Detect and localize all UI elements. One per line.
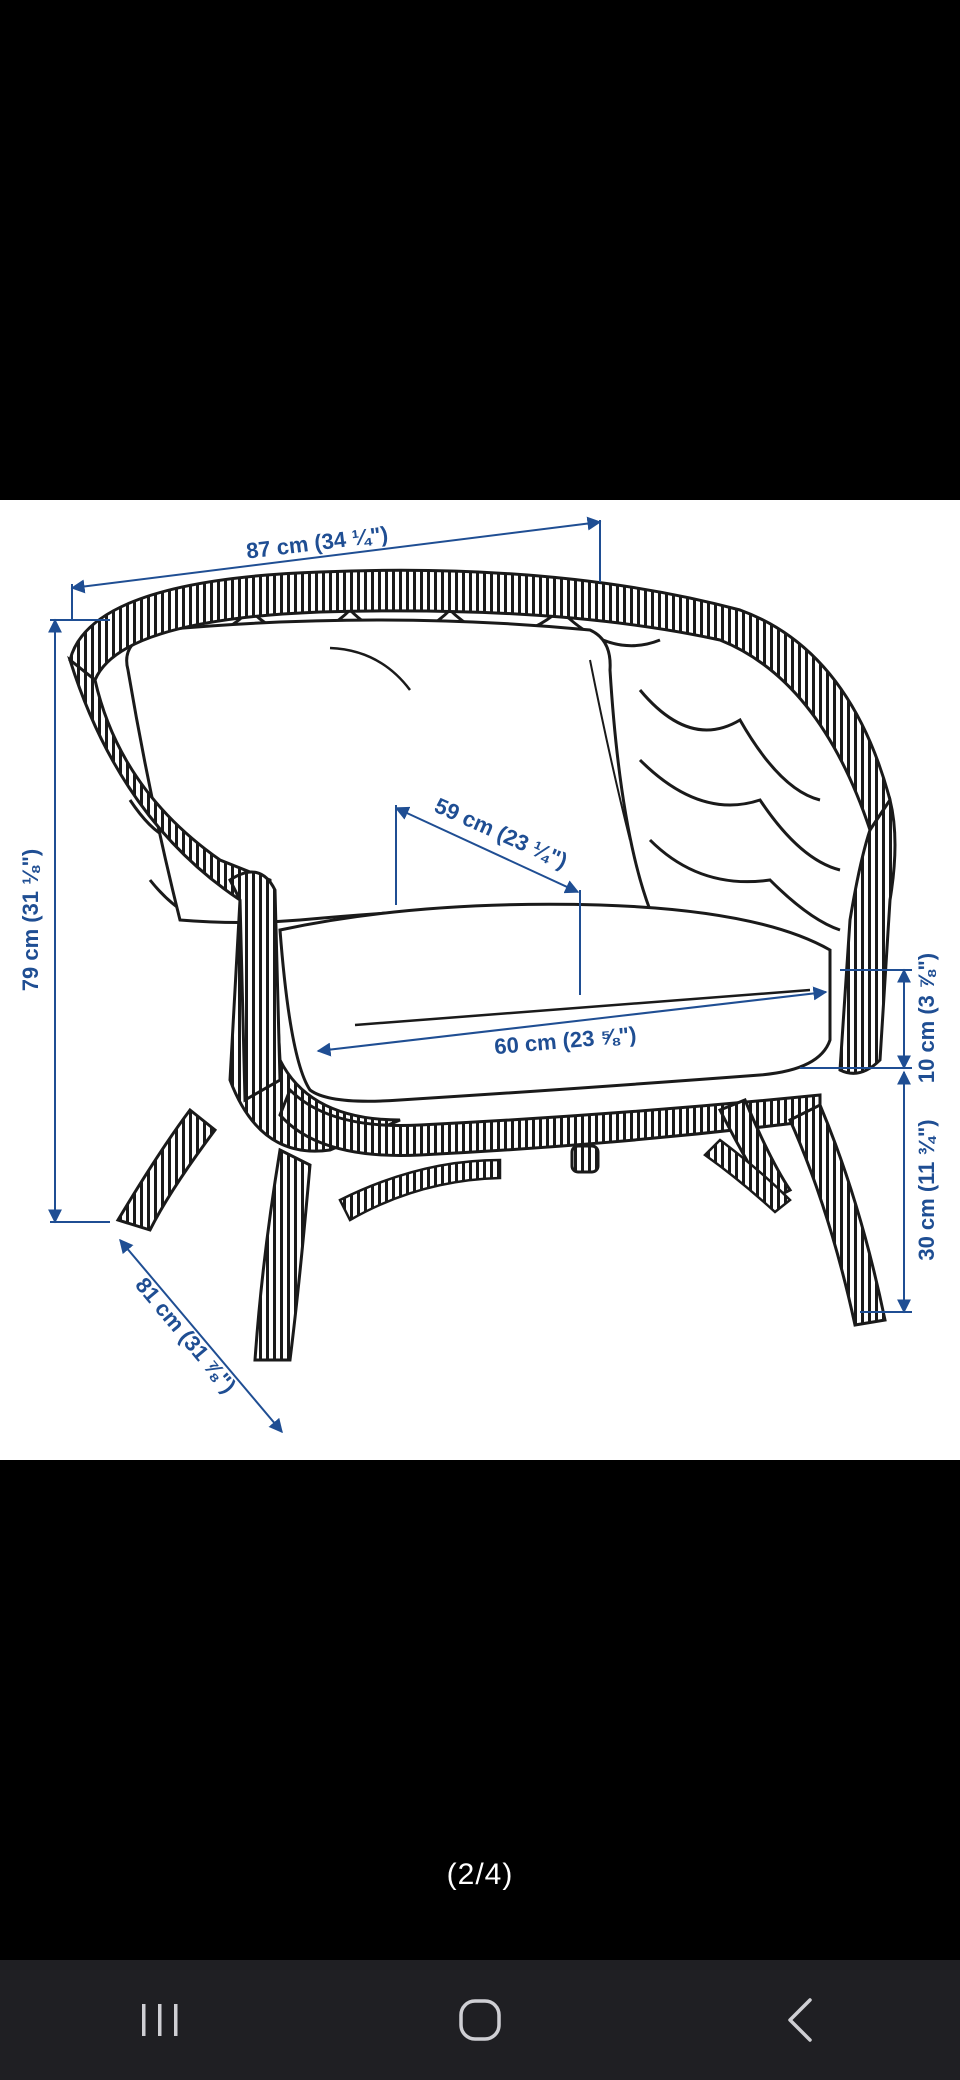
system-navigation-bar (0, 1960, 960, 2080)
leg-front-right (788, 1102, 887, 1327)
recent-apps-icon (142, 2004, 178, 2036)
dimension-lines (48, 516, 912, 1434)
page-counter: (2/4) (446, 1858, 514, 1891)
product-dimension-image[interactable]: 87 cm (34 ¼") 79 cm (31 ⅛") 81 cm (31 ⅞"… (0, 500, 960, 1460)
dimension-height: 79 cm (31 ⅛") (18, 849, 43, 992)
leg-back-right (717, 1098, 793, 1202)
home-icon (459, 1999, 501, 2041)
recent-apps-button[interactable] (80, 1960, 240, 2080)
back-cushion (125, 618, 653, 924)
leg-front-left (253, 1147, 312, 1362)
back-icon (788, 1998, 812, 2042)
dimension-seat-thickness: 10 cm (3 ⅞") (914, 953, 939, 1083)
seat-cushion (278, 902, 832, 1103)
dimension-depth: 81 cm (31 ⅞") (130, 1273, 241, 1398)
leg-back-left (115, 1107, 218, 1232)
dimension-seat-height: 30 cm (11 ¾") (914, 1119, 939, 1260)
armchair-diagram: 87 cm (34 ¼") 79 cm (31 ⅛") 81 cm (31 ⅞"… (18, 516, 939, 1434)
chair-right-arm (838, 796, 897, 1075)
back-button[interactable] (720, 1960, 880, 2080)
home-button[interactable] (400, 1960, 560, 2080)
